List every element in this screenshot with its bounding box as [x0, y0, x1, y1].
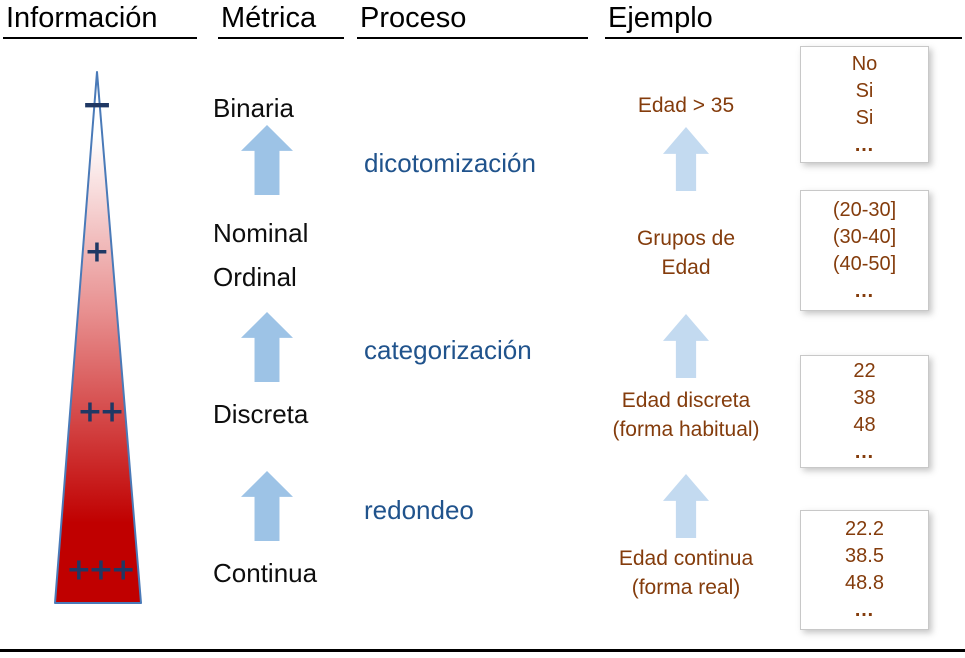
value-line: …	[854, 440, 875, 463]
value-line: Si	[855, 79, 874, 102]
process-label-redondeo: redondeo	[364, 495, 474, 525]
value-line: (20-30]	[832, 198, 897, 221]
metric-label-binaria: Binaria	[213, 93, 294, 123]
example-line: (forma habitual)	[612, 418, 760, 441]
info-level-plus-plus-plus-symbol: +++	[66, 552, 135, 588]
values-box-continua: 22.2 38.5 48.8 …	[800, 510, 929, 630]
arrow-up-icon	[241, 125, 293, 195]
example-edad-mayor-35: Edad > 35	[591, 91, 781, 120]
values-box-discreta: 22 38 48 …	[800, 355, 929, 468]
value-line: 38.5	[845, 545, 884, 567]
example-line: Edad continua	[618, 547, 754, 570]
arrow-up-icon	[241, 471, 293, 541]
information-amount-triangle	[54, 71, 142, 604]
example-edad-continua: Edad continua (forma real)	[591, 544, 781, 602]
arrow-up-icon	[663, 474, 709, 538]
arrow-up-icon	[241, 312, 293, 382]
value-line: …	[854, 279, 875, 302]
value-line: 48	[853, 413, 876, 436]
metric-label-discreta: Discreta	[213, 399, 309, 429]
example-line: Edad	[661, 256, 711, 279]
example-edad-discreta: Edad discreta (forma habitual)	[591, 386, 781, 444]
example-line: (forma real)	[631, 576, 741, 599]
bottom-divider	[0, 649, 965, 652]
arrow-up-icon	[663, 314, 709, 378]
info-level-plus-plus-symbol: ++	[77, 394, 124, 430]
metric-label-ordinal: Ordinal	[213, 262, 297, 292]
value-line: Si	[855, 106, 874, 129]
values-box-grupos: (20-30] (30-40] (40-50] …	[800, 190, 929, 311]
metric-label-continua: Continua	[213, 558, 318, 588]
metric-label-nominal: Nominal	[213, 218, 309, 248]
value-line: No	[851, 52, 878, 75]
value-line: 48.8	[845, 572, 884, 594]
column-header-ejemplo: Ejemplo	[605, 2, 962, 39]
value-line: 22.2	[845, 518, 884, 540]
example-line: Edad discreta	[621, 389, 751, 412]
value-line: 22	[853, 359, 876, 382]
value-line: …	[854, 599, 875, 621]
value-line: (30-40]	[832, 225, 897, 248]
example-line: Grupos de	[636, 227, 736, 250]
process-label-categorizacion: categorización	[364, 335, 532, 365]
value-line: …	[854, 133, 875, 156]
value-line: (40-50]	[832, 252, 897, 275]
arrow-up-icon	[663, 127, 709, 191]
info-level-plus-symbol: +	[84, 234, 110, 270]
column-header-metrica: Métrica	[218, 2, 344, 39]
example-line: Edad > 35	[637, 94, 735, 117]
column-header-proceso: Proceso	[357, 2, 588, 39]
example-grupos-de-edad: Grupos de Edad	[591, 224, 781, 282]
column-header-informacion: Información	[3, 2, 197, 39]
value-line: 38	[853, 386, 876, 409]
info-level-minus-symbol: −	[81, 82, 113, 126]
process-label-dicotomizacion: dicotomización	[364, 148, 536, 178]
values-box-binaria: No Si Si …	[800, 46, 929, 163]
